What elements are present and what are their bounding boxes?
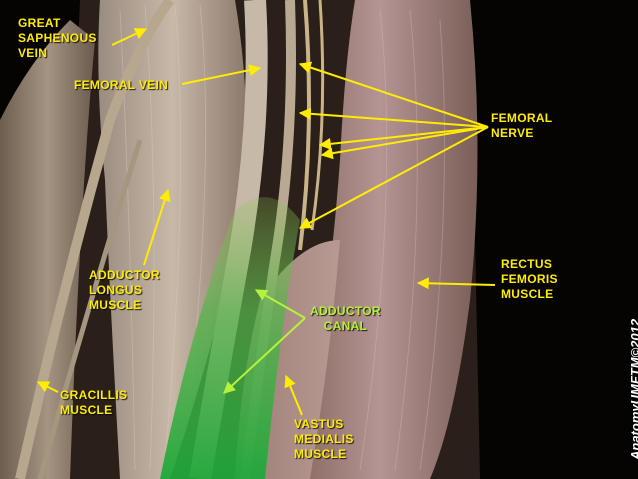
adductor-longus-muscle-label: ADDUCTOR LONGUS MUSCLE — [89, 268, 160, 313]
adductor-canal-line-1: ADDUCTOR — [310, 304, 381, 318]
great-saphenous-vein-label: GREAT SAPHENOUS VEIN — [18, 16, 97, 61]
adductor-canal-label: ADDUCTOR CANAL — [310, 304, 381, 334]
femoral-nerve-label: FEMORAL NERVE — [491, 111, 552, 141]
great-saphenous-vein-line-2: SAPHENOUS — [18, 31, 97, 45]
vastus-medialis-muscle-label: VASTUS MEDIALIS MUSCLE — [294, 417, 354, 462]
copyright-credit: AnatomyUMFTM©2012 — [628, 318, 638, 460]
femoral-vein-label: FEMORAL VEIN — [74, 78, 168, 93]
vastus-medialis-line-2: MEDIALIS — [294, 432, 354, 446]
rectus-femoris-muscle-label: RECTUS FEMORIS MUSCLE — [501, 257, 558, 302]
gracilis-muscle-label: GRACILLIS MUSCLE — [60, 388, 127, 418]
adductor-longus-line-2: LONGUS — [89, 283, 143, 297]
adductor-longus-line-1: ADDUCTOR — [89, 268, 160, 282]
rectus-femoris-line-3: MUSCLE — [501, 287, 554, 301]
rectus-femoris-line-1: RECTUS — [501, 257, 553, 271]
vastus-medialis-line-1: VASTUS — [294, 417, 344, 431]
great-saphenous-vein-line-1: GREAT — [18, 16, 61, 30]
rectus-femoris-line-2: FEMORIS — [501, 272, 558, 286]
femoral-nerve-line-2: NERVE — [491, 126, 534, 140]
great-saphenous-vein-line-3: VEIN — [18, 46, 48, 60]
femoral-nerve-line-1: FEMORAL — [491, 111, 553, 125]
gracilis-line-1: GRACILLIS — [60, 388, 128, 402]
femoral-vein-line-1: FEMORAL VEIN — [74, 78, 169, 92]
adductor-canal-line-2: CANAL — [323, 319, 368, 333]
adductor-longus-line-3: MUSCLE — [89, 298, 142, 312]
vastus-medialis-line-3: MUSCLE — [294, 447, 347, 461]
gracilis-line-2: MUSCLE — [60, 403, 113, 417]
